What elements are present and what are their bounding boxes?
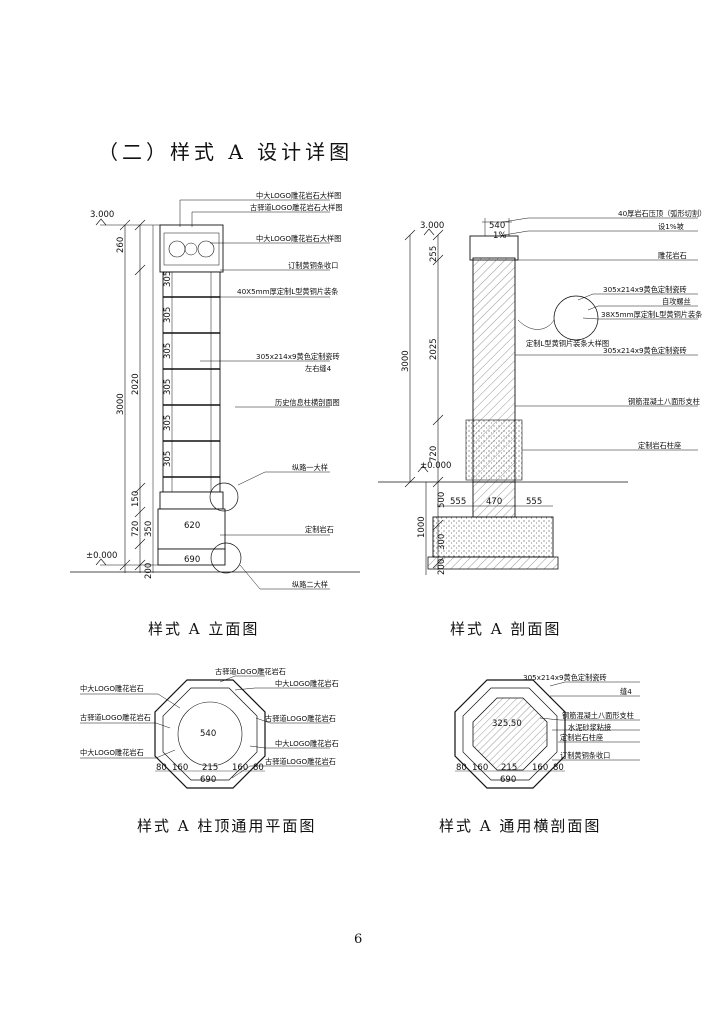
cross-dim-80a: 80: [456, 763, 467, 773]
elev-label-4: 订制黄铜条收口: [288, 261, 338, 270]
elev-level-top: 3.000: [90, 210, 114, 220]
sec-level-ground: ±0.000: [420, 461, 451, 471]
elev-dim-350: 350: [144, 521, 154, 537]
sec-label-2: 设1%坡: [658, 222, 684, 231]
plan-label-r3: 古驿道LOGO雕花岩石: [265, 757, 336, 766]
sec-dim-540: 540: [489, 221, 505, 231]
sec-dim-1000: 1000: [417, 516, 427, 538]
elev-label-5: 40X5mm厚定制L型黄铜片装条: [237, 287, 338, 296]
sec-label-10: 定制岩石柱座: [638, 441, 681, 450]
sec-level-top: 3.000: [420, 221, 444, 231]
elev-label-1: 中大LOGO雕花岩石大样图: [256, 191, 341, 200]
cross-section-drawing: 325.50 80 160 215 160 80 690 305x214x9黄色…: [454, 673, 640, 789]
cross-label-1: 305x214x9黄色定制瓷砖: [523, 673, 607, 682]
sec-label-3: 雕花岩石: [658, 251, 687, 260]
elev-label-2: 古驿道LOGO雕花岩石大样图: [250, 203, 343, 212]
elev-inner-305-1: 305: [163, 271, 173, 287]
plan-label-t2: 中大LOGO雕花岩石: [275, 679, 339, 688]
page-number: 6: [354, 932, 363, 947]
plan-label-r1: 古驿道LOGO雕花岩石: [265, 714, 336, 723]
plan-dim-80b: 80: [253, 763, 264, 773]
caption-section: 样式 A 剖面图: [450, 620, 562, 638]
elev-inner-305-3: 305: [163, 343, 173, 359]
section-drawing: 3.000 ±0.000 3000 255 2025 720 500 1000 …: [378, 209, 706, 575]
elev-label-11: 纵路二大样: [292, 580, 328, 589]
elev-dim-260: 260: [116, 237, 126, 253]
sec-dim-500: 500: [437, 492, 447, 508]
elev-inner-305-5: 305: [163, 415, 173, 431]
elev-inner-305-4: 305: [163, 379, 173, 395]
plan-dim-160b: 160: [232, 763, 248, 773]
elev-label-10: 定制岩石: [305, 525, 334, 534]
sec-label-5: 自攻螺丝: [662, 297, 691, 306]
cross-dim-160b: 160: [532, 763, 548, 773]
sec-label-1: 40厚岩石压顶（弧形切割）: [618, 209, 706, 218]
plan-label-l2: 古驿道LOGO雕花岩石: [80, 713, 151, 722]
sec-dim-470: 470: [486, 497, 502, 507]
plan-dim-160a: 160: [172, 763, 188, 773]
elev-dim-200: 200: [144, 563, 154, 579]
plan-top-drawing: 540 80 160 215 160 80 690 中大LOGO雕花岩石 古驿道…: [80, 668, 339, 789]
elev-label-9: 纵路一大样: [292, 463, 328, 472]
cross-label-6: 订制黄铜条收口: [560, 751, 610, 760]
cross-dim-80b: 80: [553, 763, 564, 773]
sec-label-8: 305x214x9黄色定制瓷砖: [603, 346, 687, 355]
elev-dim-620: 620: [184, 521, 200, 531]
plan-dim-215: 215: [202, 763, 218, 773]
plan-dim-540: 540: [200, 729, 216, 739]
plan-label-r2: 中大LOGO雕花岩石: [275, 739, 339, 748]
elev-inner-305-2: 305: [163, 307, 173, 323]
caption-cross-section: 样式 A 通用横剖面图: [439, 817, 602, 835]
elev-label-8: 历史信息柱横剖面图: [275, 398, 340, 407]
plan-label-t1: 古驿道LOGO雕花岩石: [215, 668, 286, 676]
sec-dim-255: 255: [429, 246, 439, 262]
caption-plan-top: 样式 A 柱顶通用平面图: [137, 817, 317, 835]
elev-dim-690: 690: [184, 555, 200, 565]
elev-label-3: 中大LOGO雕花岩石大样图: [256, 234, 341, 243]
plan-dim-80a: 80: [156, 763, 167, 773]
cross-dim-690: 690: [500, 775, 516, 785]
plan-label-l3: 中大LOGO雕花岩石: [80, 748, 144, 757]
elev-level-ground: ±0.000: [86, 551, 117, 561]
plan-label-l1: 中大LOGO雕花岩石: [80, 684, 144, 693]
sec-label-6: 38X5mm厚定制L型黄铜片装条: [601, 310, 702, 319]
elev-label-6: 305x214x9黄色定制瓷砖: [256, 352, 340, 361]
elevation-drawing: 3.000 ±0.000 260 3000 2020 150 720 350 2…: [70, 191, 360, 590]
sec-label-4: 305x214x9黄色定制瓷砖: [603, 285, 687, 294]
cross-label-2: 缝4: [620, 687, 632, 696]
cross-label-4: 水泥砂浆粘接: [568, 723, 611, 732]
cross-dim-215: 215: [501, 763, 517, 773]
elev-inner-305-6: 305: [163, 451, 173, 467]
sec-dim-555b: 555: [526, 497, 542, 507]
cross-dim-160a: 160: [472, 763, 488, 773]
sec-dim-3000: 3000: [401, 350, 411, 372]
sec-label-9: 钢筋混凝土八面形支柱: [628, 397, 700, 406]
cross-dim-inner: 325.50: [492, 719, 522, 729]
caption-elevation: 样式 A 立面图: [148, 620, 260, 638]
page-title: （二）样式 A 设计详图: [98, 140, 354, 164]
elev-dim-2020: 2020: [131, 373, 141, 395]
sec-dim-2025: 2025: [429, 338, 439, 360]
elev-dim-150: 150: [131, 491, 141, 507]
sec-dim-555a: 555: [450, 497, 466, 507]
elev-dim-720: 720: [131, 521, 141, 537]
cross-label-5: 定制岩石柱座: [560, 733, 603, 742]
elev-dim-3000: 3000: [116, 393, 126, 415]
elev-label-7: 左右缝4: [305, 364, 332, 373]
sec-label-7: 定制L型黄铜片装条大样图: [526, 339, 609, 348]
plan-dim-690: 690: [200, 775, 216, 785]
cross-label-3: 钢筋混凝土八面形支柱: [562, 711, 634, 720]
sec-dim-720: 720: [429, 446, 439, 462]
sec-slope: 1%: [493, 231, 507, 241]
